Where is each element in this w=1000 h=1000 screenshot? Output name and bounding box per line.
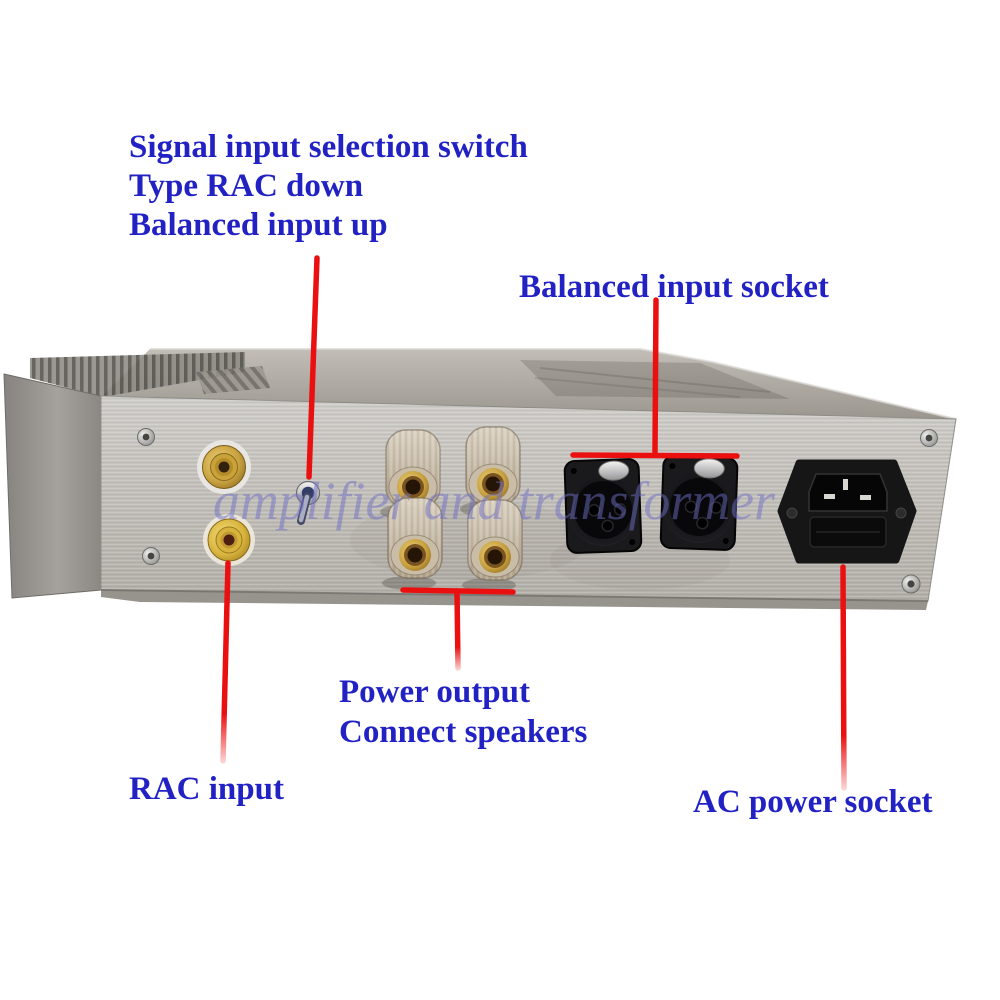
ac-power-inlet bbox=[777, 459, 917, 564]
label-power-output-line2: Connect speakers bbox=[339, 714, 588, 750]
label-signal-switch-line1: Signal input selection switch bbox=[129, 129, 528, 165]
xlr-socket-left bbox=[563, 458, 643, 554]
panel-screw bbox=[142, 547, 160, 565]
binding-post-lower-right bbox=[462, 499, 523, 592]
leader-balanced-horizontal bbox=[570, 452, 740, 459]
watermark-text: amplifier and transformer bbox=[213, 471, 776, 531]
leader-balanced-vertical bbox=[652, 297, 659, 455]
heatsink-side bbox=[3, 373, 102, 599]
panel-screw bbox=[137, 428, 155, 446]
leader-ac bbox=[840, 564, 847, 791]
leader-rac bbox=[220, 560, 231, 764]
label-power-output: Power output Connect speakers bbox=[339, 672, 587, 752]
amplifier-chassis bbox=[3, 348, 957, 610]
label-power-output-line1: Power output bbox=[339, 674, 530, 710]
label-balanced-input: Balanced input socket bbox=[519, 269, 829, 305]
label-rac-input: RAC input bbox=[129, 771, 284, 807]
rca-jack-upper bbox=[197, 440, 251, 494]
top-vent-left bbox=[196, 366, 270, 394]
label-ac-power: AC power socket bbox=[693, 784, 933, 820]
rca-jack-lower bbox=[203, 514, 255, 566]
label-signal-switch-line3: Balanced input up bbox=[129, 207, 388, 243]
xlr-socket-right bbox=[659, 455, 739, 551]
chassis-bottom-edge bbox=[101, 590, 928, 610]
binding-post-upper-left bbox=[380, 429, 441, 520]
panel-screws bbox=[137, 428, 938, 594]
panel-screw bbox=[901, 574, 921, 594]
binding-post-lower-left bbox=[382, 497, 443, 590]
heatsink-fins bbox=[30, 352, 245, 397]
speaker-binding-posts bbox=[380, 426, 523, 592]
panel-screw bbox=[920, 429, 938, 447]
leader-lines bbox=[220, 255, 847, 791]
leader-power-vertical bbox=[454, 588, 461, 671]
leader-signal-switch bbox=[306, 255, 320, 480]
input-selection-switch bbox=[295, 480, 321, 525]
label-signal-switch: Signal input selection switch Type RAC d… bbox=[129, 128, 528, 245]
label-signal-switch-line2: Type RAC down bbox=[129, 168, 364, 204]
